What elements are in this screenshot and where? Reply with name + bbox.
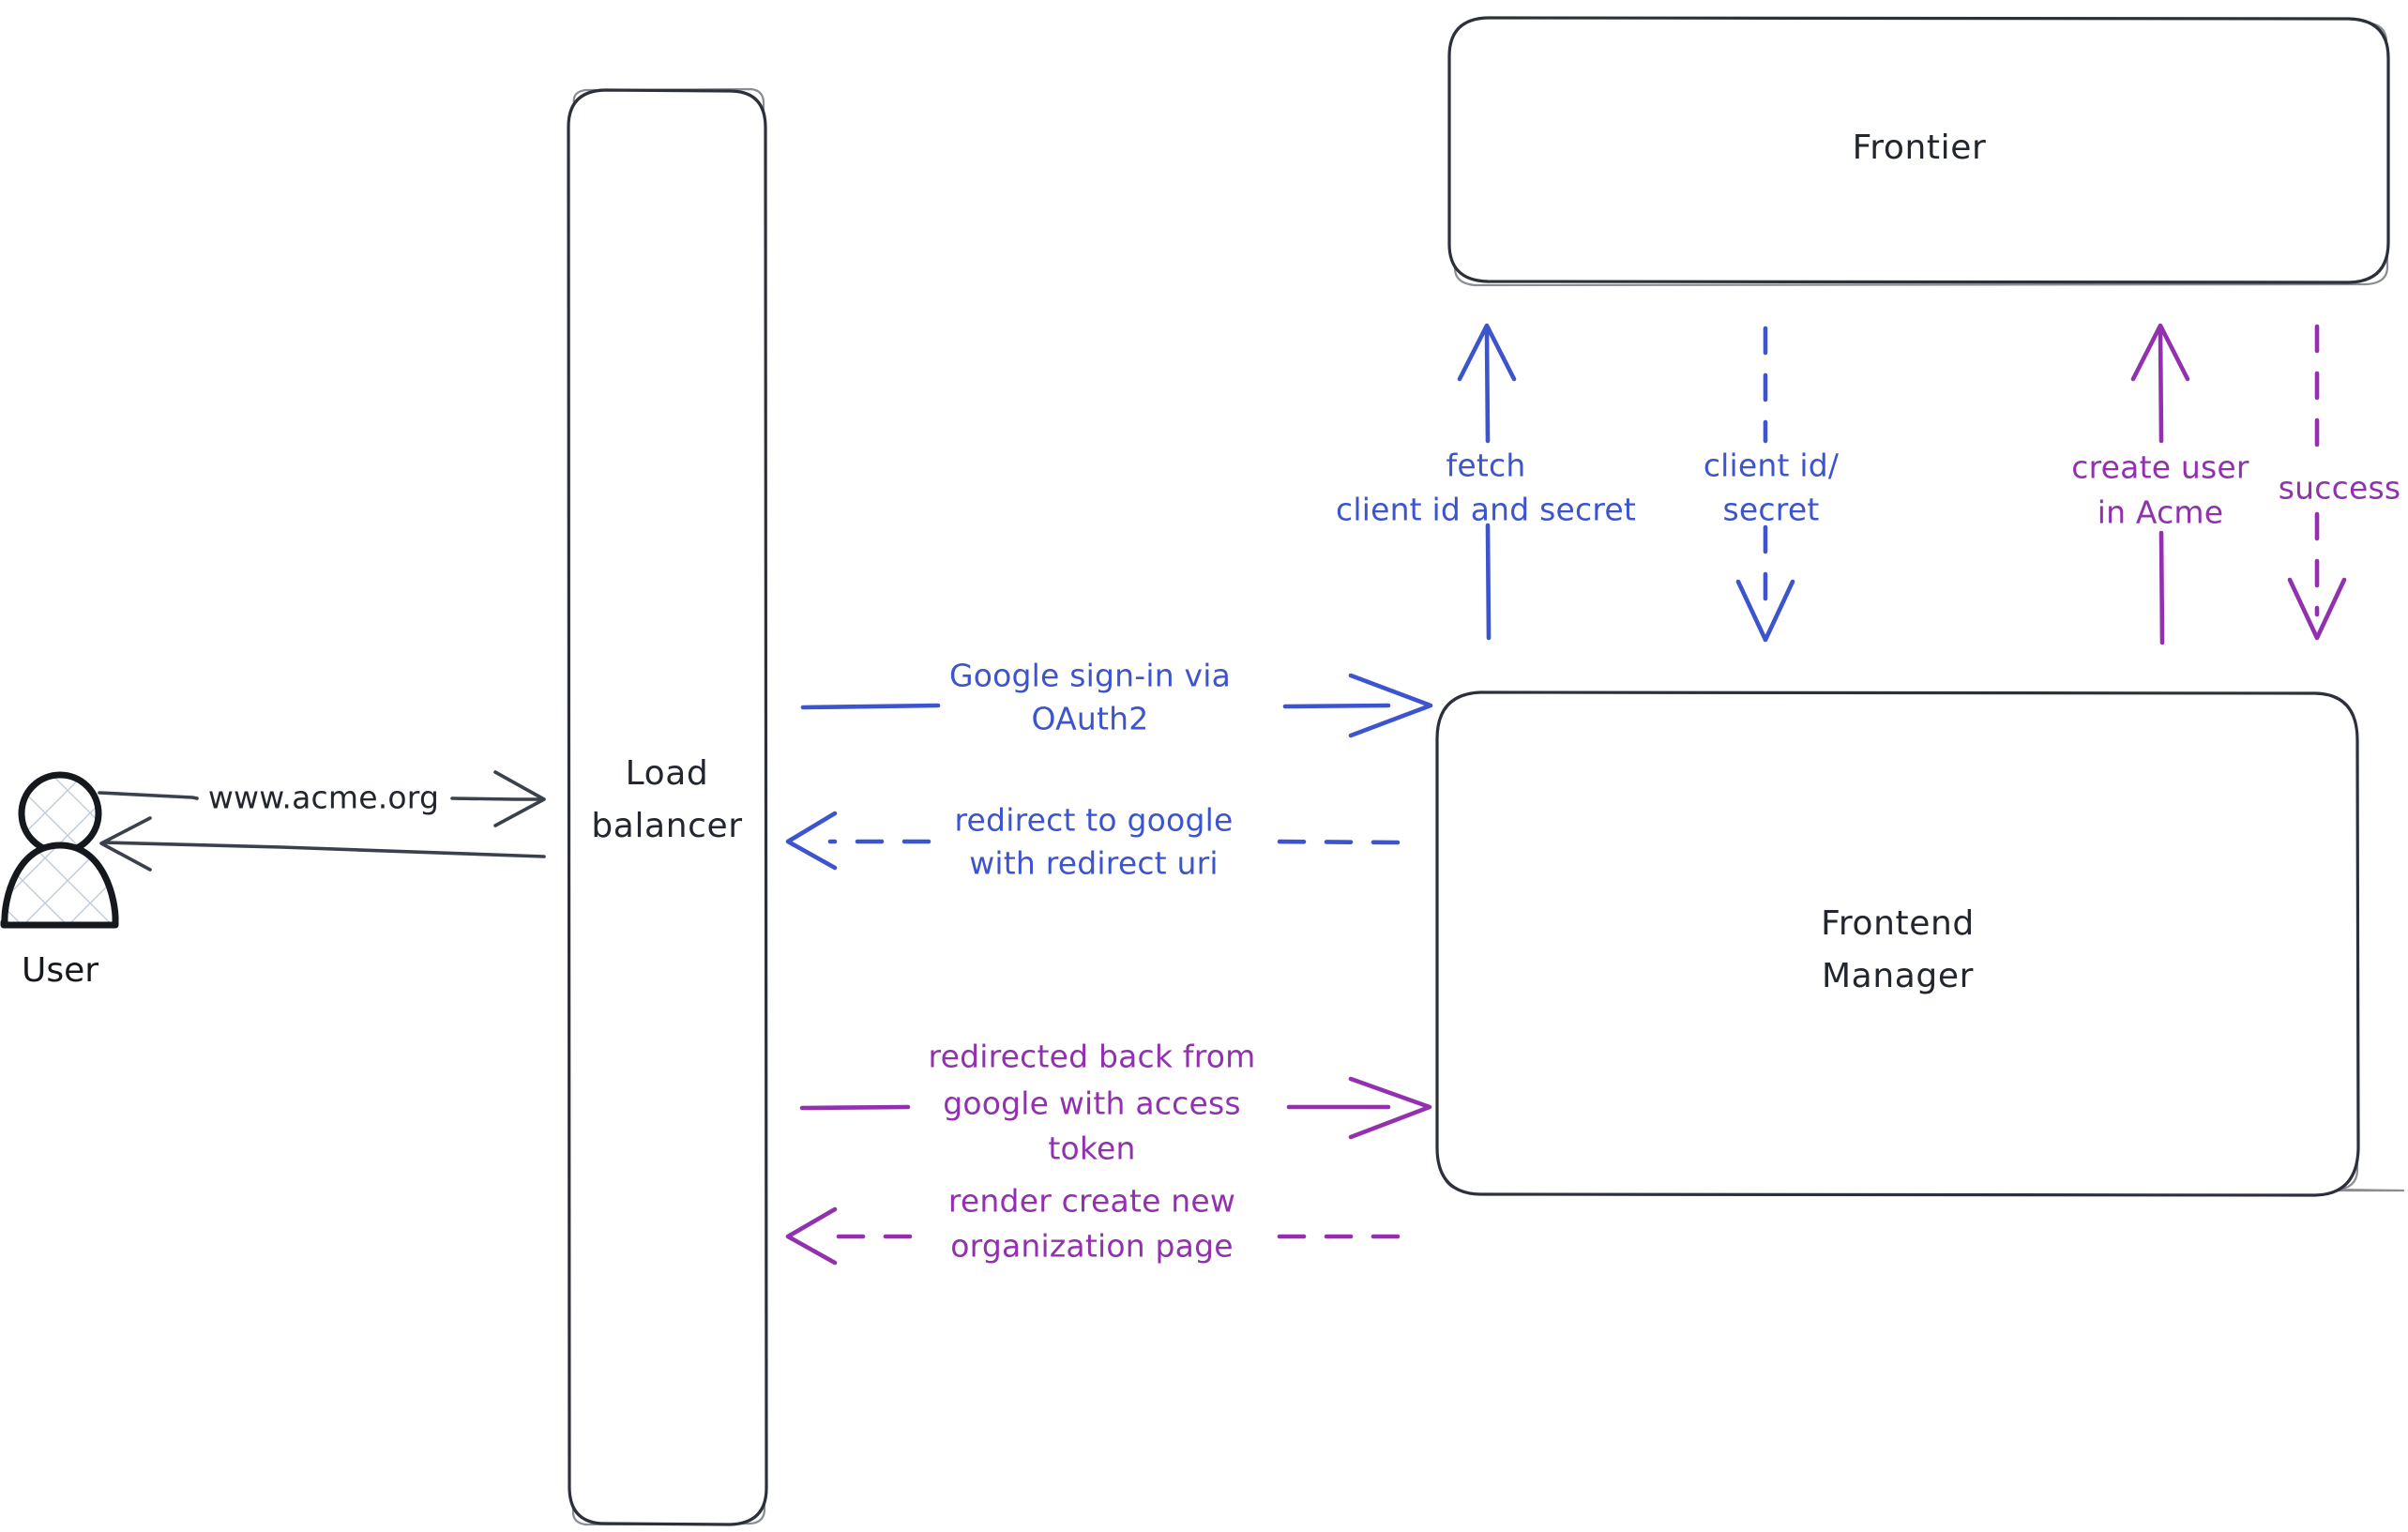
edge-user-to-lb[interactable]: www.acme.org	[98, 770, 546, 827]
person-icon	[0, 771, 119, 929]
edge-fm-to-frontier-fetch-label-line2: client id and secret	[1336, 492, 1636, 528]
edge-frontier-to-fm-creds-label-line1: client id/	[1704, 447, 1840, 484]
node-frontier[interactable]: Frontier	[1447, 16, 2390, 287]
edge-fm-to-frontier-fetch-label-line1: fetch	[1446, 447, 1526, 484]
edge-frontier-to-fm-success[interactable]: success	[2279, 324, 2400, 641]
edge-lb-to-fm-token-label-line3: token	[1048, 1130, 1135, 1167]
edge-lb-to-fm-signin-label-line1: Google sign-in via	[949, 658, 1231, 694]
edge-fm-to-lb-redirect-label-line2: with redirect uri	[969, 845, 1219, 882]
edge-fm-to-lb-redirect[interactable]: redirect to google with redirect uri	[785, 802, 1401, 882]
edge-fm-to-lb-render[interactable]: render create new organization page	[785, 1183, 1401, 1266]
frontend-manager-label-line1: Frontend	[1821, 904, 1975, 943]
edge-frontier-to-fm-success-label: success	[2279, 470, 2400, 507]
edge-lb-to-fm-token-label-line1: redirected back from	[929, 1039, 1256, 1075]
node-frontend-manager[interactable]: Frontend Manager	[1435, 690, 2405, 1197]
edge-fm-to-lb-redirect-label-line1: redirect to google	[955, 802, 1234, 839]
actor-user[interactable]: User	[0, 771, 119, 990]
edge-fm-to-frontier-create-user-label-line2: in Acme	[2098, 494, 2224, 531]
load-balancer-label-line2: balancer	[591, 807, 742, 845]
node-load-balancer[interactable]: Load balancer	[567, 87, 768, 1526]
edge-lb-to-fm-token[interactable]: redirected back from google with access …	[799, 1039, 1432, 1167]
edge-fm-to-frontier-create-user-label-line1: create user	[2071, 449, 2249, 486]
edge-fm-to-lb-render-label-line1: render create new	[948, 1183, 1235, 1220]
edge-lb-to-fm-signin-label-line2: OAuth2	[1032, 701, 1149, 737]
edge-lb-to-fm-signin[interactable]: Google sign-in via OAuth2	[800, 658, 1433, 738]
load-balancer-label-line1: Load	[626, 754, 709, 793]
frontend-manager-label-line2: Manager	[1822, 957, 1974, 995]
edge-frontier-to-fm-creds[interactable]: client id/ secret	[1704, 326, 1840, 643]
edge-lb-to-fm-token-label-line2: google with access	[943, 1085, 1241, 1122]
edge-fm-to-frontier-create-user[interactable]: create user in Acme	[2071, 323, 2249, 645]
edge-user-to-lb-label: www.acme.org	[208, 780, 439, 816]
frontier-label: Frontier	[1853, 129, 1987, 167]
actor-user-label: User	[22, 951, 98, 990]
edge-frontier-to-fm-creds-label-line2: secret	[1723, 492, 1820, 528]
edge-fm-to-frontier-fetch[interactable]: fetch client id and secret	[1336, 323, 1636, 641]
edge-lb-to-user[interactable]	[99, 816, 546, 872]
edge-fm-to-lb-render-label-line2: organization page	[950, 1228, 1234, 1265]
